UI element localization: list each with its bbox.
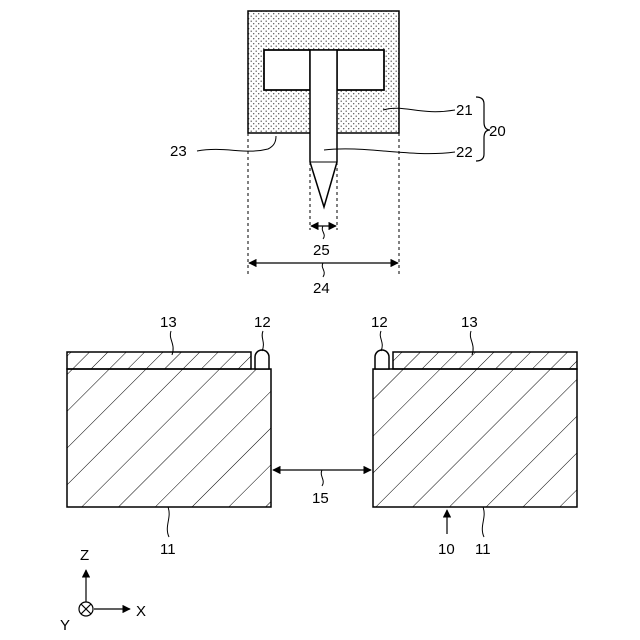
leader-15 [321, 470, 323, 486]
label-10: 10 [438, 541, 455, 558]
label-12-left: 12 [254, 314, 271, 331]
label-13-left: 13 [160, 314, 177, 331]
substrate-left [67, 350, 271, 507]
brace-20 [476, 97, 490, 161]
label-22: 22 [456, 144, 473, 161]
label-11-left: 11 [160, 541, 176, 558]
axis-label-z: Z [80, 547, 89, 564]
leader-11-left [167, 507, 169, 537]
label-25: 25 [313, 242, 330, 259]
axis-label-x: X [136, 603, 146, 620]
substrate-right [373, 350, 577, 507]
label-20: 20 [489, 123, 506, 140]
label-11-right: 11 [475, 541, 491, 558]
tool-20 [248, 11, 399, 207]
bump-12-left [255, 350, 269, 369]
leader-12-left [262, 331, 263, 351]
layer-13-left [67, 352, 251, 369]
blade-22 [310, 50, 337, 207]
label-23: 23 [170, 143, 187, 160]
label-15: 15 [312, 490, 329, 507]
leader-25 [322, 226, 324, 239]
label-24: 24 [313, 280, 330, 297]
leader-23 [197, 136, 276, 151]
base-11-right [373, 369, 577, 507]
leader-12-right [380, 331, 382, 351]
leader-22 [324, 149, 455, 154]
bump-12-right [375, 350, 389, 369]
base-11-left [67, 369, 271, 507]
label-12-right: 12 [371, 314, 388, 331]
label-21: 21 [456, 102, 473, 119]
label-13-right: 13 [461, 314, 478, 331]
layer-13-right [393, 352, 577, 369]
axis-label-y: Y [60, 617, 70, 634]
axis-indicator: Z X Y [60, 547, 146, 634]
y-axis-into-page-icon [79, 602, 93, 616]
leader-11-right [482, 507, 484, 537]
leader-24 [322, 263, 324, 277]
